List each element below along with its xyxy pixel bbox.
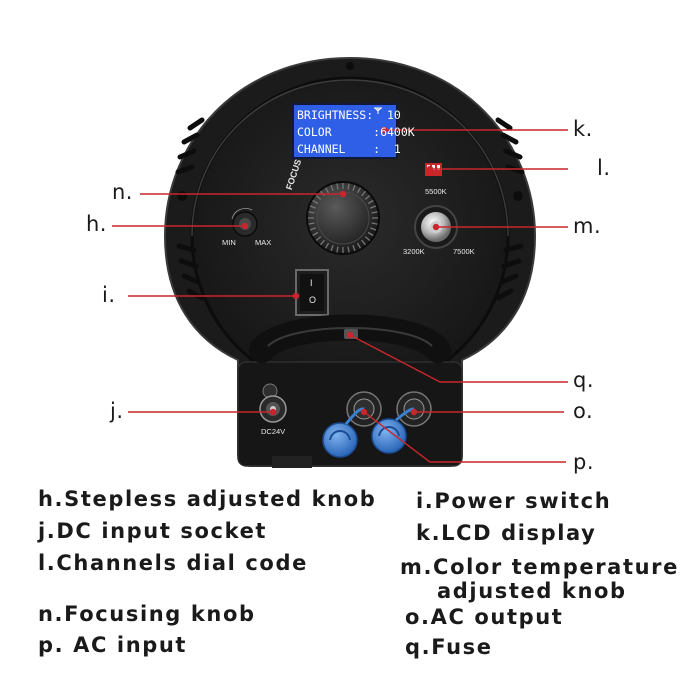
knurl-mark (352, 184, 356, 191)
legend-m-line2: adjusted knob (437, 579, 627, 603)
knurl-mark (330, 184, 334, 191)
min-label: MIN (222, 238, 236, 247)
callout-l: l. (597, 156, 611, 180)
legend-j: j.DC input socket (38, 519, 268, 543)
lcd-brightness-line: BRIGHTNESS: 10 (297, 108, 401, 122)
knurl-mark (370, 205, 377, 209)
knurl-mark (370, 227, 377, 231)
screw-left-icon (177, 191, 187, 201)
carry-handle (249, 314, 451, 363)
knurl-mark (308, 222, 315, 225)
knurl-mark (367, 231, 374, 237)
knurl-mark (371, 211, 378, 214)
knurl-mark (347, 246, 350, 253)
knurl-mark (336, 183, 339, 190)
housing (163, 56, 537, 468)
legend-q: q.Fuse (405, 635, 493, 659)
temp-label-3200k: 3200K (403, 247, 425, 256)
lcd-antenna-icon (374, 107, 382, 114)
knurl-mark (361, 190, 366, 197)
switch-on-mark: I (310, 278, 313, 288)
temp-label-7500k: 7500K (453, 247, 475, 256)
dc-input-socket[interactable] (259, 383, 287, 423)
knurl-mark (315, 236, 322, 241)
max-label: MAX (255, 238, 272, 247)
knurl-mark (352, 245, 356, 252)
power-switch[interactable] (295, 269, 329, 316)
callout-leader-lines (112, 126, 568, 463)
ac-output-connector[interactable] (371, 391, 432, 454)
legend-l: l.Channels dial code (38, 551, 308, 575)
knurl-mark (371, 222, 378, 225)
knurl-mark (309, 227, 316, 231)
callout-q: q. (573, 368, 595, 392)
legend-p: p. AC input (38, 633, 188, 657)
knurl-mark (356, 187, 362, 194)
focusing-knob-knurls (308, 183, 378, 253)
legend-h: h.Stepless adjusted knob (38, 487, 377, 511)
knurl-mark (364, 195, 371, 200)
knurl-mark (361, 239, 366, 246)
callout-j: j. (110, 399, 124, 423)
callout-k: k. (573, 117, 593, 141)
legend-n: n.Focusing knob (38, 602, 256, 626)
dc24v-label: DC24V (261, 427, 286, 436)
knurl-mark (308, 211, 315, 214)
focusing-knob[interactable] (306, 181, 380, 255)
screw-top-icon (346, 62, 354, 70)
callout-p: p. (573, 450, 595, 474)
lcd-color-line: COLOR :6400K (297, 125, 415, 139)
callout-h: h. (86, 212, 107, 236)
ac-input-connector[interactable] (322, 391, 382, 458)
knurl-mark (312, 199, 319, 205)
temp-label-5500k: 5500K (425, 187, 447, 196)
knurl-mark (324, 242, 330, 249)
knurl-mark (330, 245, 334, 252)
knurl-mark (367, 199, 374, 205)
knurl-mark (347, 183, 350, 190)
knurl-mark (364, 236, 371, 241)
stepless-scale-arc (231, 208, 253, 220)
knurl-mark (336, 246, 339, 253)
vent-slots-left (175, 117, 205, 301)
legend-i: i.Power switch (416, 489, 612, 513)
switch-off-mark: O (309, 295, 317, 305)
knurl-mark (315, 195, 322, 200)
lcd-display (294, 105, 396, 157)
legend-k: k.LCD display (416, 521, 597, 545)
callout-n: n. (112, 180, 133, 204)
knurl-mark (312, 231, 319, 237)
callout-i: i. (102, 283, 116, 307)
knurl-mark (320, 239, 325, 246)
callout-o: o. (573, 399, 594, 423)
legend-o: o.AC output (405, 605, 564, 629)
knurl-mark (356, 242, 362, 249)
callout-m: m. (573, 214, 602, 238)
knurl-mark (324, 187, 330, 194)
legend-m-line1: m.Color temperature (400, 555, 679, 579)
knurl-mark (309, 205, 316, 209)
screw-right-icon (513, 191, 523, 201)
lcd-channel-line: CHANNEL : 1 (297, 142, 401, 156)
